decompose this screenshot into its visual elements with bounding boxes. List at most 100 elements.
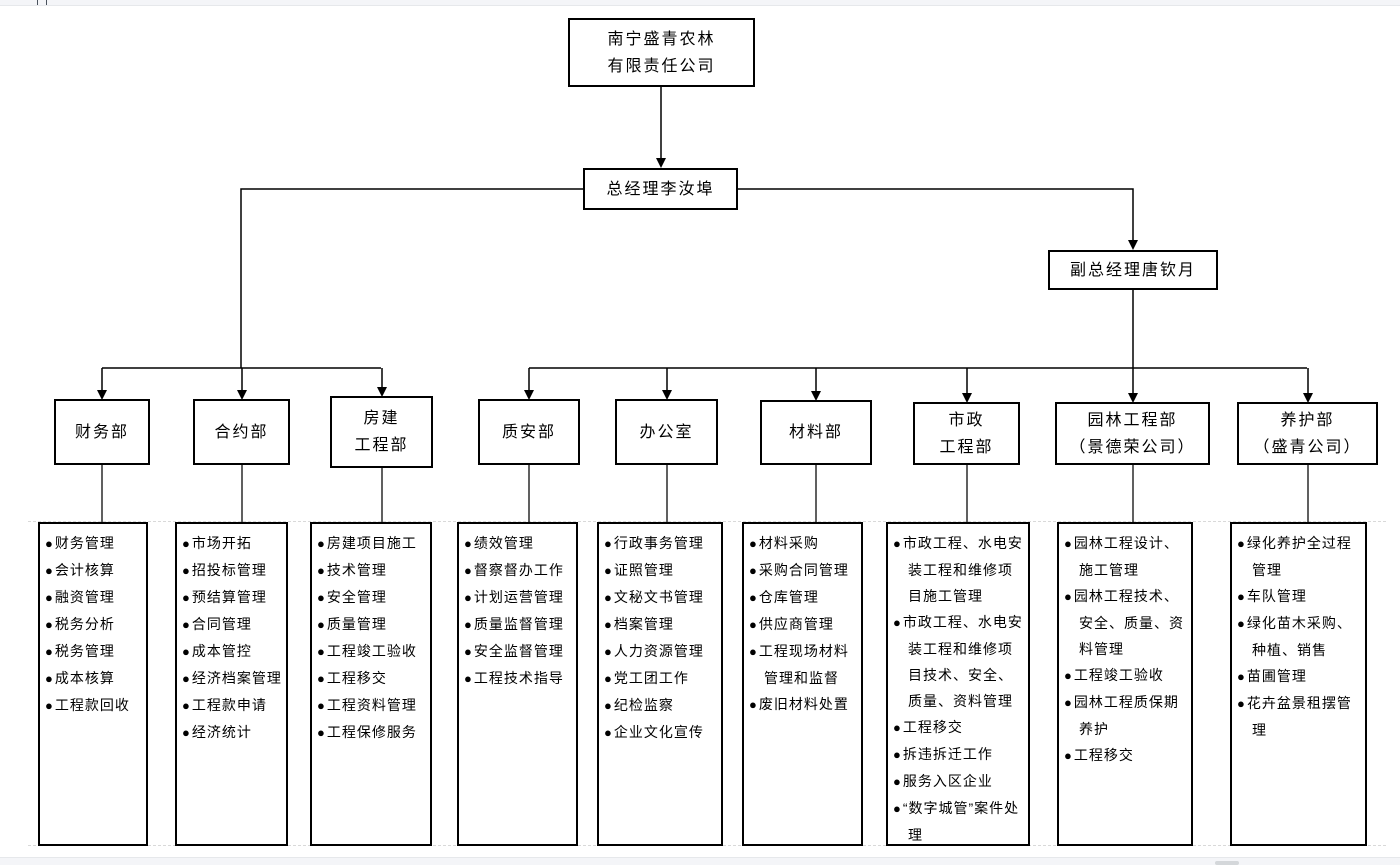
bullet-icon: ● bbox=[182, 644, 191, 659]
duty-text: 绿化苗木采购、种植、销售 bbox=[1246, 615, 1352, 658]
general-manager-box: 总经理李汝埠 bbox=[583, 168, 738, 210]
dept-box-materials: 材料部 bbox=[760, 400, 872, 465]
duty-item: ●成本管控 bbox=[182, 638, 284, 665]
duty-text: 档案管理 bbox=[613, 616, 674, 632]
bullet-icon: ● bbox=[1237, 589, 1246, 604]
duty-list-contracts: ●市场开拓●招投标管理●预结算管理●合同管理●成本管控●经济档案管理●工程款申请… bbox=[175, 522, 288, 846]
bullet-icon: ● bbox=[45, 644, 54, 659]
duty-item: ●税务管理 bbox=[45, 638, 144, 665]
duty-item: ●工程款申请 bbox=[182, 692, 284, 719]
bullet-icon: ● bbox=[182, 617, 191, 632]
duty-text: 安全监督管理 bbox=[473, 643, 564, 659]
duty-text: 房建项目施工 bbox=[326, 535, 417, 551]
dept-box-finance: 财务部 bbox=[54, 399, 150, 465]
bullet-icon: ● bbox=[749, 697, 758, 712]
duty-text: 融资管理 bbox=[54, 589, 115, 605]
duty-text: 材料采购 bbox=[758, 535, 819, 551]
company-name-line2: 有限责任公司 bbox=[607, 57, 716, 75]
duty-text: 税务管理 bbox=[54, 643, 115, 659]
duty-item: ●市政工程、水电安装工程和维修项目技术、安全、质量、资料管理 bbox=[893, 609, 1026, 714]
page-boundary-top-dash bbox=[28, 521, 1386, 522]
duty-item: ●安全管理 bbox=[317, 584, 428, 611]
bullet-icon: ● bbox=[464, 644, 473, 659]
bullet-icon: ● bbox=[182, 698, 191, 713]
dept-name-line: 质安部 bbox=[501, 423, 556, 441]
deputy-general-manager-label: 副总经理唐钦月 bbox=[1069, 261, 1196, 279]
dept-name-line: 房建 bbox=[363, 410, 400, 427]
duty-text: 合同管理 bbox=[191, 616, 252, 632]
bullet-icon: ● bbox=[604, 644, 613, 659]
duty-text: 仓库管理 bbox=[758, 589, 819, 605]
bullet-icon: ● bbox=[604, 563, 613, 578]
duty-item: ●经济档案管理 bbox=[182, 665, 284, 692]
bullet-icon: ● bbox=[1237, 616, 1246, 631]
duty-item: ●工程竣工验收 bbox=[317, 638, 428, 665]
duty-text: 工程竣工验收 bbox=[1073, 667, 1164, 683]
duty-list-quality-safety: ●绩效管理●督察督办工作●计划运营管理●质量监督管理●安全监督管理●工程技术指导 bbox=[457, 522, 578, 846]
duty-item: ●园林工程技术、安全、质量、资料管理 bbox=[1064, 583, 1189, 662]
duty-text: 工程现场材料管理和监督 bbox=[758, 643, 849, 686]
duty-text: 工程资料管理 bbox=[326, 697, 417, 713]
duty-item: ●材料采购 bbox=[749, 530, 859, 557]
duty-text: 工程移交 bbox=[1073, 747, 1134, 763]
duty-text: 园林工程质保期养护 bbox=[1073, 694, 1179, 737]
bullet-icon: ● bbox=[893, 747, 902, 762]
bullet-icon: ● bbox=[464, 671, 473, 686]
bullet-icon: ● bbox=[45, 698, 54, 713]
duty-item: ●人力资源管理 bbox=[604, 638, 719, 665]
bullet-icon: ● bbox=[893, 801, 902, 816]
duty-text: 拆违拆迁工作 bbox=[902, 746, 993, 762]
duty-text: 园林工程设计、施工管理 bbox=[1073, 535, 1179, 578]
bullet-icon: ● bbox=[1237, 669, 1246, 684]
bullet-icon: ● bbox=[749, 590, 758, 605]
company-name-line1: 南宁盛青农林 bbox=[607, 30, 716, 48]
bullet-icon: ● bbox=[749, 563, 758, 578]
duty-item: ●工程移交 bbox=[317, 665, 428, 692]
dept-name-line: 园林工程部 bbox=[1087, 411, 1178, 429]
duty-item: ●安全监督管理 bbox=[464, 638, 574, 665]
duty-text: 工程竣工验收 bbox=[326, 643, 417, 659]
duty-item: ●税务分析 bbox=[45, 611, 144, 638]
duty-text: 工程移交 bbox=[902, 719, 963, 735]
window-fragment-icon bbox=[37, 0, 47, 5]
bullet-icon: ● bbox=[1064, 668, 1073, 683]
dept-name-line: 养护部 bbox=[1280, 411, 1335, 429]
duty-item: ●工程竣工验收 bbox=[1064, 662, 1189, 689]
duty-text: 经济统计 bbox=[191, 724, 252, 740]
dept-name-line: 财务部 bbox=[74, 423, 129, 441]
duty-text: 绿化养护全过程管理 bbox=[1246, 535, 1352, 578]
dept-name-line: （景德荣公司） bbox=[1069, 438, 1196, 456]
bullet-icon: ● bbox=[45, 536, 54, 551]
duty-text: 成本核算 bbox=[54, 670, 115, 686]
duty-text: 工程技术指导 bbox=[473, 670, 564, 686]
duty-item: ●服务入区企业 bbox=[893, 768, 1026, 795]
duty-item: ●绩效管理 bbox=[464, 530, 574, 557]
bullet-icon: ● bbox=[749, 617, 758, 632]
duty-item: ●技术管理 bbox=[317, 557, 428, 584]
bullet-icon: ● bbox=[45, 563, 54, 578]
duty-item: ●工程资料管理 bbox=[317, 692, 428, 719]
bullet-icon: ● bbox=[45, 617, 54, 632]
duty-item: ●财务管理 bbox=[45, 530, 144, 557]
dept-name-line: 市政 bbox=[948, 411, 985, 429]
duty-item: ●文秘文书管理 bbox=[604, 584, 719, 611]
duty-item: ●拆违拆迁工作 bbox=[893, 741, 1026, 768]
duty-text: 党工团工作 bbox=[613, 670, 689, 686]
duty-text: 市政工程、水电安装工程和维修项目技术、安全、质量、资料管理 bbox=[902, 614, 1023, 709]
horizontal-scrollbar-thumb[interactable] bbox=[1215, 861, 1239, 865]
duty-list-municipal-engineering: ●市政工程、水电安装工程和维修项目施工管理●市政工程、水电安装工程和维修项目技术… bbox=[886, 522, 1030, 846]
duty-text: 工程保修服务 bbox=[326, 724, 417, 740]
duty-item: ●预结算管理 bbox=[182, 584, 284, 611]
horizontal-scrollbar-track[interactable] bbox=[0, 857, 1400, 865]
duty-text: 计划运营管理 bbox=[473, 589, 564, 605]
company-root-box: 南宁盛青农林 有限责任公司 bbox=[568, 18, 755, 87]
bullet-icon: ● bbox=[604, 725, 613, 740]
dept-box-maintenance: 养护部（盛青公司） bbox=[1237, 402, 1378, 465]
bullet-icon: ● bbox=[604, 698, 613, 713]
dept-name-line: 办公室 bbox=[639, 423, 694, 441]
duty-item: ●工程保修服务 bbox=[317, 719, 428, 746]
duty-item: ●工程款回收 bbox=[45, 692, 144, 719]
duty-item: ●融资管理 bbox=[45, 584, 144, 611]
bullet-icon: ● bbox=[604, 536, 613, 551]
duty-text: 供应商管理 bbox=[758, 616, 834, 632]
